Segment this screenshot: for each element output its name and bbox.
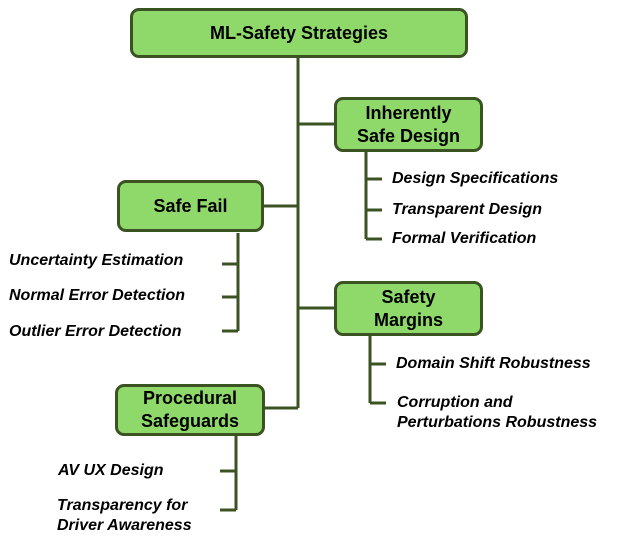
safety-margins-label-line1: Safety — [381, 286, 436, 307]
procedural-safeguards-label-line2: Safeguards — [140, 411, 240, 431]
leaf-perturbations-robustness: Perturbations Robustness — [397, 414, 598, 431]
leaf-normal-error-detection: Normal Error Detection — [9, 287, 186, 304]
leaf-av-ux-design: AV UX Design — [58, 462, 164, 479]
inherently-safe-design-label-line2: Safe Design — [356, 125, 461, 146]
procedural-safeguards-node: Procedural Safeguards — [115, 384, 265, 436]
leaf-corruption-and: Corruption and — [397, 394, 513, 411]
leaf-driver-awareness: Driver Awareness — [57, 517, 192, 534]
procedural-safeguards-label-line1: Procedural — [142, 388, 238, 408]
inherently-safe-design-label-line1: Inherently — [365, 102, 452, 123]
leaf-domain-shift-robustness: Domain Shift Robustness — [396, 355, 591, 372]
safe-fail-node: Safe Fail — [117, 180, 264, 232]
safe-fail-label: Safe Fail — [153, 195, 228, 216]
leaf-uncertainty-estimation: Uncertainty Estimation — [9, 252, 184, 269]
leaf-formal-verification: Formal Verification — [392, 230, 537, 247]
leaf-outlier-error-detection: Outlier Error Detection — [9, 323, 182, 340]
root-node: ML-Safety Strategies — [130, 8, 468, 58]
inherently-safe-design-node: Inherently Safe Design — [334, 97, 483, 152]
safety-margins-label-line2: Margins — [373, 309, 443, 330]
leaf-design-specifications: Design Specifications — [392, 170, 559, 187]
leaf-transparency-for: Transparency for — [57, 497, 188, 514]
root-label: ML-Safety Strategies — [209, 22, 389, 43]
leaf-transparent-design: Transparent Design — [392, 201, 542, 218]
safety-margins-node: Safety Margins — [334, 281, 483, 336]
